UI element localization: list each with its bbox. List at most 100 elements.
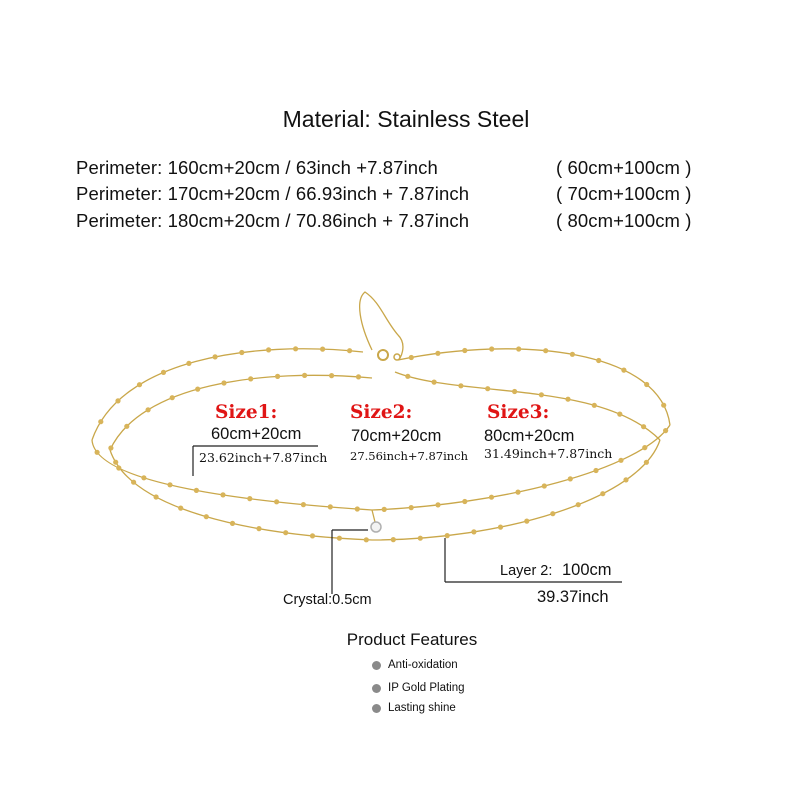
chain-bead — [408, 505, 414, 511]
chain-bead — [390, 537, 396, 543]
chain-bead — [167, 482, 173, 488]
chain-bead — [516, 346, 522, 352]
perimeter-size3-layers: ( 80cm+100cm ) — [556, 210, 692, 231]
perimeter-size1-layers: ( 60cm+100cm ) — [556, 157, 692, 178]
chain-bead — [274, 499, 280, 505]
chain-bead — [195, 386, 201, 392]
chain-bead — [524, 518, 530, 524]
chain-bead — [300, 502, 306, 508]
size1-cm: 60cm+20cm — [211, 425, 302, 443]
chain-bead — [336, 535, 342, 541]
chain-beads — [94, 346, 669, 543]
chain-bead — [329, 373, 335, 379]
crystal-drop-chain — [371, 509, 376, 523]
chain-bead — [221, 380, 227, 386]
crystal-size-label: Crystal:0.5cm — [283, 592, 372, 608]
chain-bead — [247, 496, 253, 502]
chain-bead — [543, 348, 549, 354]
crystal-gem-icon — [370, 521, 382, 533]
size1-inch: 23.62inch+7.87inch — [199, 450, 328, 465]
size3-cm: 80cm+20cm — [484, 427, 575, 445]
perimeter-size3-text: Perimeter: 180cm+20cm / 70.86inch + 7.87… — [76, 210, 470, 231]
chain-bead — [381, 506, 387, 512]
chain-bead — [220, 492, 226, 498]
chain-bead — [567, 476, 573, 482]
chain-bead — [293, 346, 299, 352]
chain-bead — [131, 479, 137, 485]
chain-bead — [141, 475, 147, 481]
chain-bead — [618, 457, 624, 463]
chain-bead — [98, 419, 104, 425]
chain-bead — [462, 347, 468, 354]
chain-bead — [538, 392, 545, 398]
chain-bead — [248, 376, 254, 382]
chain-bead — [617, 411, 623, 417]
chain-bead — [458, 383, 464, 389]
chain-bead — [515, 489, 521, 495]
chain-bead — [145, 407, 151, 413]
chain-bead — [435, 350, 441, 356]
chain-bead — [113, 459, 119, 465]
chain-bead — [569, 351, 576, 357]
chain-bead — [593, 467, 599, 474]
perimeter-size2-layers: ( 70cm+100cm ) — [556, 183, 692, 204]
chain-bead — [186, 360, 192, 366]
layer2-label: Layer 2: — [500, 563, 553, 579]
extender-chain — [359, 291, 404, 361]
chain-bead — [94, 449, 100, 455]
chain-bead — [489, 346, 495, 352]
chain-bead — [239, 349, 245, 356]
chain-bead — [541, 483, 547, 489]
chain-bead — [116, 465, 122, 471]
chain-bead — [266, 347, 272, 353]
outer-chain-upper — [91, 348, 364, 441]
chain-bead — [641, 424, 647, 430]
chain-bead — [621, 367, 627, 373]
perimeter-size1-text: Perimeter: 160cm+20cm / 63inch +7.87inch — [76, 157, 438, 178]
chain-bead — [591, 402, 597, 408]
chain-bead — [256, 526, 262, 532]
features-title: Product Features — [346, 630, 478, 649]
size3-label: Size3: — [487, 402, 550, 423]
chain-bead — [193, 487, 199, 493]
gray-dot-icon — [372, 704, 381, 713]
chain-bead — [169, 395, 175, 401]
chain-bead — [485, 386, 491, 392]
chain-bead — [153, 494, 159, 500]
chain-bead — [435, 502, 441, 508]
chain-bead — [136, 382, 143, 388]
chain-bead — [417, 535, 423, 541]
chain-bead — [565, 396, 571, 402]
chain-bead — [320, 346, 326, 352]
chain-bead — [444, 533, 450, 539]
outer-chain-upper-right — [397, 348, 671, 426]
chain-bead — [488, 494, 495, 500]
chain-bead — [327, 504, 333, 510]
chain-bead — [550, 511, 556, 517]
size2-label: Size2: — [350, 402, 413, 423]
feature-item: Anti-oxidation — [388, 659, 458, 671]
chain-bead — [596, 357, 602, 364]
chain-bead — [575, 502, 581, 508]
page-title: Material: Stainless Steel — [282, 106, 530, 132]
feature-item: IP Gold Plating — [388, 682, 465, 694]
annotation-lines — [192, 445, 622, 594]
inner-chain-upper-right — [394, 371, 661, 441]
chain-bead — [124, 423, 130, 429]
feature-item: Lasting shine — [388, 702, 456, 714]
chain-bead — [309, 533, 316, 539]
chain-bead — [408, 354, 414, 361]
size3-inch: 31.49inch+7.87inch — [484, 446, 613, 461]
chain-bead — [283, 530, 289, 536]
gray-dot-icon — [372, 684, 381, 693]
chain-bead — [661, 402, 667, 408]
size1-label: Size1: — [215, 402, 278, 423]
chain-bead — [497, 524, 504, 530]
chain-bead — [643, 459, 650, 465]
chain-bead — [178, 505, 184, 511]
chain-bead — [511, 388, 518, 395]
chain-bead — [115, 398, 121, 404]
chain-bead — [644, 381, 650, 388]
perimeter-size2-text: Perimeter: 170cm+20cm / 66.93inch + 7.87… — [76, 183, 470, 204]
